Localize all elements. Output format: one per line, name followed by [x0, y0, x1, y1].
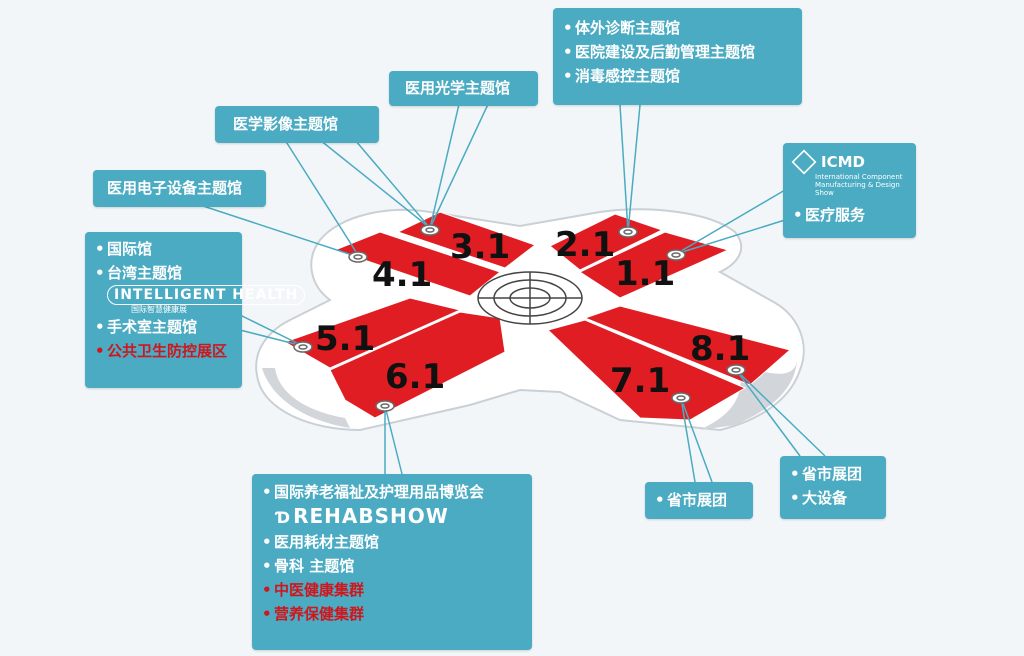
list-item: 医院建设及后勤管理主题馆 [563, 40, 792, 64]
list-item: 体外诊断主题馆 [563, 16, 792, 40]
list-item: 骨科 主题馆 [262, 554, 522, 578]
hall-label-5-1: 5.1 [315, 319, 375, 359]
list-item: 大设备 [790, 486, 876, 510]
list-item: 医疗服务 [793, 203, 906, 227]
callout-province-2-list: 省市展团 大设备 [790, 462, 876, 510]
marker-hall-2-1 [618, 226, 638, 238]
list-item: 手术室主题馆 [95, 315, 232, 339]
callout-imaging: 医学影像主题馆 [215, 106, 379, 143]
highlight-item: 中医健康集群 [262, 578, 522, 602]
hall-label-2-1: 2.1 [555, 225, 615, 265]
central-hub [477, 271, 583, 325]
callout-left: 国际馆 台湾主题馆 INTELLIGENT HEALTH 国际智慧健康展 手术室… [85, 232, 306, 388]
callout-top-right-list: 体外诊断主题馆 医院建设及后勤管理主题馆 消毒感控主题馆 [563, 16, 792, 88]
hall-label-1-1: 1.1 [615, 254, 675, 294]
callout-electronics-title: 医用电子设备主题馆 [107, 179, 243, 197]
hall-block-5-1 [283, 297, 462, 369]
callout-left-list: 国际馆 台湾主题馆 INTELLIGENT HEALTH 国际智慧健康展 手术室… [95, 237, 306, 363]
callout-icmd: ICMD International Component Manufacturi… [783, 143, 916, 238]
callout-electronics: 医用电子设备主题馆 [93, 170, 266, 207]
callout-province-1-list: 省市展团 [655, 489, 743, 511]
list-item: 国际养老福祉及护理用品博览会 [262, 480, 522, 504]
cube-icon [791, 149, 817, 175]
icmd-logo-subtitle: International Component Manufacturing & … [815, 173, 903, 197]
list-item: 消毒感控主题馆 [563, 64, 792, 88]
marker-hall-5-1 [293, 341, 313, 353]
hall-label-7-1: 7.1 [610, 361, 670, 401]
gray-wings [262, 360, 797, 430]
rehabshow-mark-icon: Ɗ [276, 508, 292, 527]
leader-lines [199, 99, 826, 483]
hall-markers [293, 224, 746, 412]
marker-hall-4-1 [348, 251, 368, 263]
list-item: 省市展团 [790, 462, 876, 486]
hall-labels: 1.1 2.1 3.1 4.1 5.1 6.1 7.1 8.1 [315, 225, 750, 401]
callout-optics: 医用光学主题馆 [389, 71, 538, 106]
highlight-item: 公共卫生防控展区 [95, 339, 232, 363]
hall-block-4-1 [333, 231, 502, 297]
intelligent-health-logo-subtitle: 国际智慧健康展 [131, 305, 187, 314]
marker-hall-3-1 [420, 224, 440, 236]
marker-hall-6-1 [375, 400, 395, 412]
callout-province-1: 省市展团 [645, 482, 753, 519]
list-item: 医用耗材主题馆 [262, 530, 522, 554]
hall-block-1-1 [578, 231, 730, 299]
hall-label-6-1: 6.1 [385, 357, 445, 397]
callout-imaging-title: 医学影像主题馆 [233, 115, 339, 133]
callout-optics-title: 医用光学主题馆 [405, 79, 511, 97]
list-item: 省市展团 [655, 489, 743, 511]
callout-icmd-list: 医疗服务 [793, 203, 906, 227]
list-item: 台湾主题馆 [95, 261, 232, 285]
hall-block-6-1 [329, 311, 506, 419]
hall-label-4-1: 4.1 [372, 255, 432, 295]
intelligent-health-logo: INTELLIGENT HEALTH 国际智慧健康展 [95, 285, 306, 315]
icmd-logo-text: ICMD [821, 153, 865, 171]
marker-hall-1-1 [666, 249, 686, 261]
list-item: 国际馆 [95, 237, 232, 261]
intelligent-health-logo-text: INTELLIGENT HEALTH [107, 285, 306, 305]
hall-block-7-1 [547, 319, 747, 421]
marker-hall-7-1 [671, 392, 691, 404]
rehabshow-logo-text: REHABSHOW [293, 504, 449, 528]
hall-label-8-1: 8.1 [690, 329, 750, 369]
callout-top-right: 体外诊断主题馆 医院建设及后勤管理主题馆 消毒感控主题馆 [553, 8, 802, 105]
callout-province-2: 省市展团 大设备 [780, 456, 886, 519]
marker-hall-8-1 [726, 364, 746, 376]
highlight-item: 营养保健集群 [262, 602, 522, 626]
hall-label-3-1: 3.1 [450, 227, 510, 267]
icmd-logo: ICMD [791, 149, 906, 175]
